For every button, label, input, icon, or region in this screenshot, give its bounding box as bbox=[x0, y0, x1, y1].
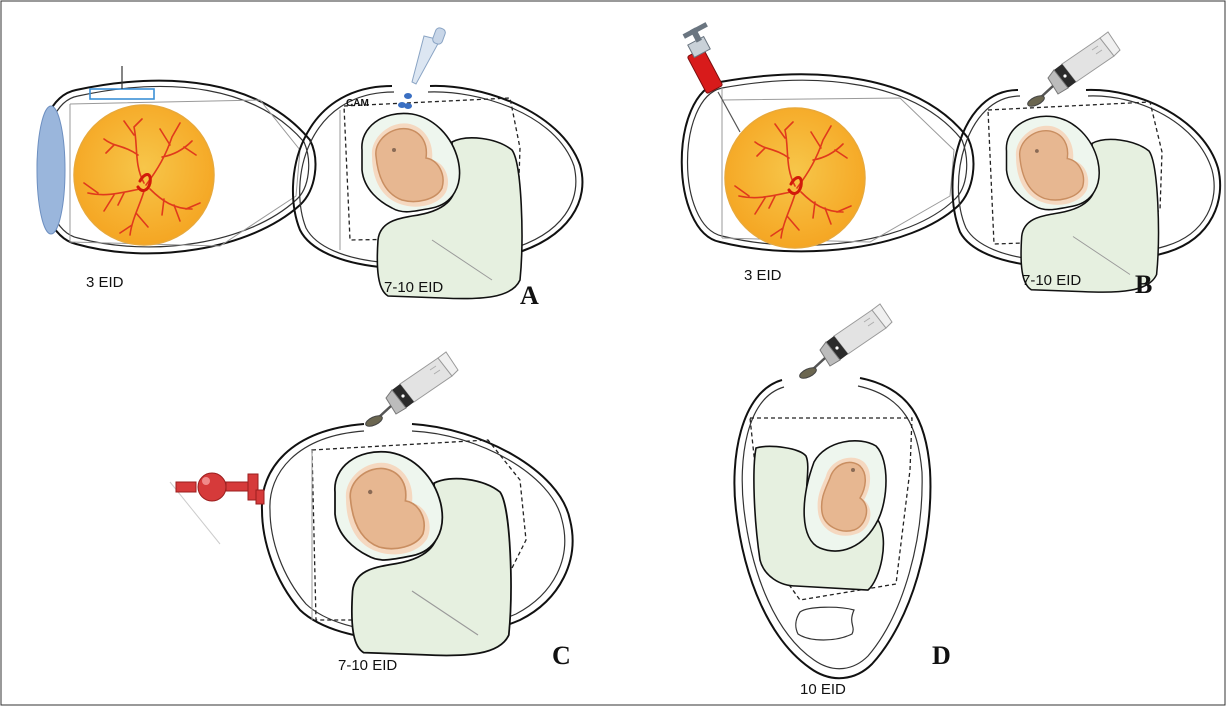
egg-7-10eid-a: CAM bbox=[293, 86, 583, 299]
panel-b: 3 EID 7-10 EID B bbox=[682, 22, 1220, 299]
rubber-bulb-icon bbox=[170, 473, 264, 544]
caption-b-left: 3 EID bbox=[744, 267, 782, 284]
yolk-sac bbox=[74, 105, 214, 245]
cam-label: CAM bbox=[346, 98, 369, 109]
yolk-sac-b bbox=[725, 108, 865, 248]
egg-7-10eid-b bbox=[952, 90, 1220, 292]
panel-a: 3 EID CAM 7-10 EID A bbox=[37, 27, 582, 310]
window-marker bbox=[90, 89, 154, 99]
caption-b-right: 7-10 EID bbox=[1022, 272, 1081, 289]
drill-icon-c bbox=[364, 352, 458, 428]
egg-7-10eid-c bbox=[262, 424, 573, 655]
egg-10eid-d bbox=[734, 378, 930, 678]
letter-c: C bbox=[552, 641, 571, 670]
caption-a-right: 7-10 EID bbox=[384, 279, 443, 296]
syringe-icon bbox=[683, 22, 740, 132]
panel-c: 7-10 EID C bbox=[170, 352, 573, 674]
letter-b: B bbox=[1135, 270, 1152, 299]
drill-icon-d bbox=[798, 304, 892, 380]
egg-3eid-a bbox=[37, 66, 315, 253]
caption-a-left: 3 EID bbox=[86, 274, 124, 291]
pipette-icon bbox=[398, 27, 446, 109]
letter-d: D bbox=[932, 641, 951, 670]
egg-3eid-b bbox=[682, 74, 974, 251]
panel-d: 10 EID D bbox=[734, 304, 950, 698]
letter-a: A bbox=[520, 281, 539, 310]
air-cell bbox=[37, 106, 65, 234]
caption-d: 10 EID bbox=[800, 681, 846, 698]
caption-c: 7-10 EID bbox=[338, 657, 397, 674]
